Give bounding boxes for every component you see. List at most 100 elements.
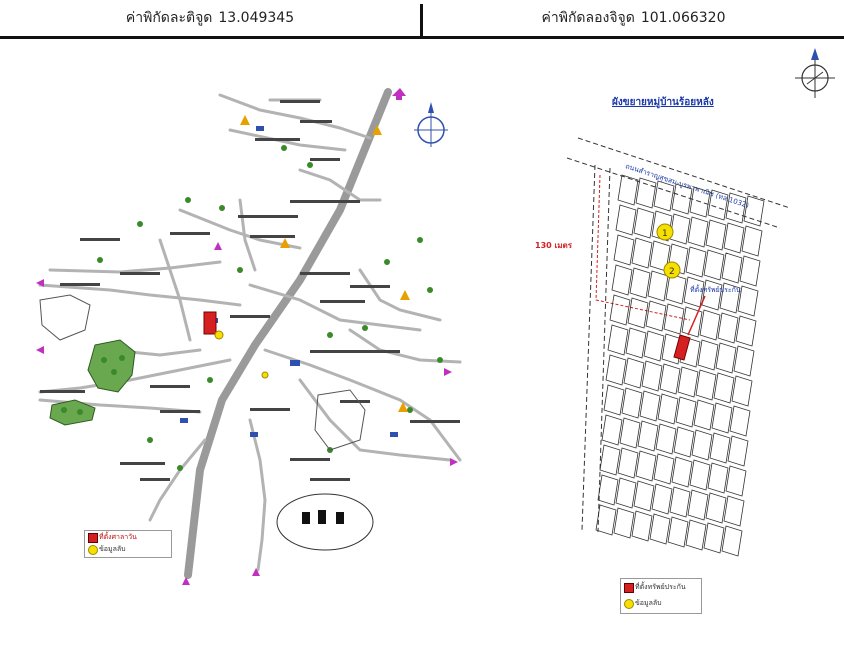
plot-lot (597, 474, 619, 506)
plot-lot (613, 507, 635, 539)
plot-lot (625, 327, 647, 359)
site-plot (673, 334, 691, 361)
legend-info-label: ข้อมูลลับ (635, 599, 662, 607)
plot-lot (667, 516, 689, 548)
plot-lot (615, 204, 637, 236)
plot-lot (613, 234, 635, 266)
plot-lot (647, 270, 669, 302)
plot-lot (663, 303, 685, 335)
plot-lot (685, 246, 707, 278)
plot-lot (655, 423, 677, 455)
marker-1-label: 1 (662, 229, 668, 239)
marker-1 (656, 223, 674, 241)
plot-lot (723, 222, 745, 254)
plot-lot (621, 387, 643, 419)
school-icons (180, 126, 398, 437)
site-swatch (624, 583, 634, 593)
side-road (581, 164, 611, 533)
plot-lot (731, 375, 753, 407)
plot-lot (697, 339, 719, 371)
factory-area (276, 493, 374, 551)
plot-lot (725, 192, 747, 224)
village-plan-legend: ที่ตั้งทรัพย์ประกัน ข้อมูลลับ (620, 578, 702, 614)
plot-lot (653, 180, 675, 212)
plot-lot (619, 417, 641, 449)
plot-lot (715, 342, 737, 374)
plot-lot (657, 393, 679, 425)
plot-lot (705, 492, 727, 524)
plot-lot (743, 195, 765, 227)
plot-lot (677, 366, 699, 398)
plot-lot (635, 450, 657, 482)
info-marker (214, 330, 224, 340)
plot-lot (671, 183, 693, 215)
main-highway (184, 88, 392, 579)
info-swatch (88, 545, 98, 555)
plot-lot (685, 519, 707, 551)
plot-lot (693, 399, 715, 431)
plot-lot (605, 354, 627, 386)
header-divider (420, 4, 423, 36)
plot-lot (661, 333, 683, 365)
plot-lot (631, 237, 653, 269)
plot-lot (617, 174, 639, 206)
plot-lot (673, 426, 695, 458)
legend-site-label: ที่ตั้งทรัพย์ประกัน (635, 583, 686, 591)
plot-lot (671, 456, 693, 488)
plot-lot (689, 186, 711, 218)
marker-2 (663, 261, 681, 279)
plot-lot (601, 414, 623, 446)
plot-lot (703, 522, 725, 554)
plot-lot (705, 219, 727, 251)
plot-lot (649, 513, 671, 545)
legend-info-row: ข้อมูลลับ (621, 595, 701, 611)
site-swatch (88, 533, 98, 543)
plot-lot (717, 312, 739, 344)
marker-2-label: 2 (669, 267, 675, 277)
plot-lot (729, 405, 751, 437)
legend-info-label: ข้อมูลลับ (99, 545, 126, 553)
plot-lot (629, 267, 651, 299)
village-plan-map: ผังขยายหมู่บ้านร้อยหลัง ถนนสำราญสุขสม-บู… (535, 48, 835, 557)
village-plan-title: ผังขยายหมู่บ้านร้อยหลัง (612, 96, 714, 109)
main-road-label: ถนนสำราญสุขสม-บูรพาพาณิช (ทล.1032) (624, 162, 750, 210)
area-map-legend: ที่ตั้งศาลาวัน ข้อมูลลับ (84, 530, 172, 558)
plot-lot (691, 429, 713, 461)
plot-lot (633, 207, 655, 239)
plot-lot (699, 309, 721, 341)
plot-lot (651, 483, 673, 515)
plot-lot (701, 279, 723, 311)
site-marker (203, 311, 217, 335)
plot-lot (733, 345, 755, 377)
plot-lot (737, 285, 759, 317)
plot-lot (669, 486, 691, 518)
plot-lot (609, 294, 631, 326)
plot-lot (637, 420, 659, 452)
plot-lot (669, 213, 691, 245)
plot-lot (739, 255, 761, 287)
plot-lot (599, 444, 621, 476)
legend-site-row: ที่ตั้งศาลาวัน (85, 531, 171, 543)
plot-lot (681, 306, 703, 338)
plot-lot (741, 225, 763, 257)
plot-lot (721, 525, 743, 557)
plot-lot (665, 273, 687, 305)
plot-lot (611, 264, 633, 296)
legend-site-label: ที่ตั้งศาลาวัน (99, 533, 137, 541)
legend-info-row: ข้อมูลลับ (85, 543, 171, 555)
compass-icon (795, 48, 835, 98)
plot-lot (725, 465, 747, 497)
compass-icon (414, 102, 448, 147)
plot-lot (689, 459, 711, 491)
plot-lot (707, 462, 729, 494)
plot-lot (631, 510, 653, 542)
plot-lot (667, 243, 689, 275)
distance-line (595, 174, 691, 321)
secondary-roads (38, 93, 462, 572)
plot-lot (695, 369, 717, 401)
plot-lot (635, 177, 657, 209)
area-map (36, 88, 462, 585)
plot-lot (687, 489, 709, 521)
